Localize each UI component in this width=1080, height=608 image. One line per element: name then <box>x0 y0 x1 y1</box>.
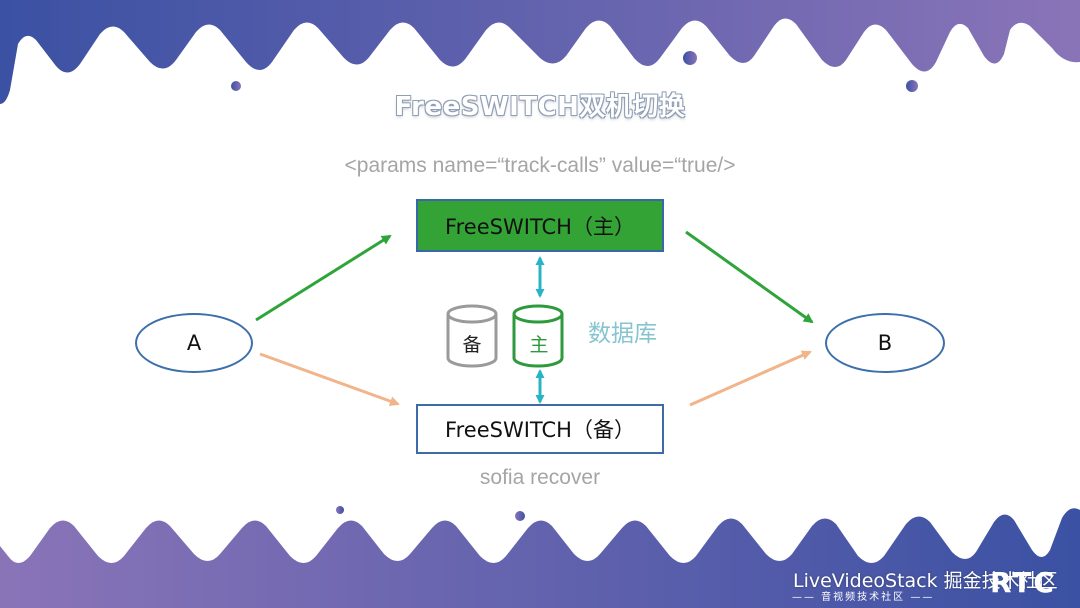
arrow-a-to-backup <box>259 352 400 406</box>
arrow-a-to-primary <box>255 234 392 322</box>
primary-freeswitch-node: FreeSWITCH（主） <box>416 199 664 252</box>
node-b: B <box>825 313 945 373</box>
rtc-logo: RTC <box>990 566 1056 599</box>
top-decorative-band <box>0 0 1080 104</box>
arrow-primary-to-b <box>685 230 814 324</box>
slide-title: FreeSWITCH双机切换 <box>394 92 686 122</box>
params-line: <params name=“track-calls” value=“true/> <box>344 154 736 177</box>
arrow-backup-to-b <box>689 350 812 407</box>
sofia-recover-caption: sofia recover <box>479 466 601 489</box>
watermark-subtitle: —— 音视频技术社区 —— <box>792 592 935 603</box>
watermark-brand: LiveVideoStack 掘金技术社区 <box>793 570 1058 592</box>
bottom-decorative-band <box>0 506 1080 608</box>
primary-database-icon <box>512 304 564 368</box>
database-caption: 数据库 <box>588 321 657 347</box>
primary-database-label: 主 <box>529 334 549 356</box>
backup-database-icon <box>446 304 498 368</box>
node-a: A <box>135 313 253 373</box>
backup-database-label: 备 <box>462 334 482 356</box>
backup-freeswitch-node: FreeSWITCH（备） <box>416 404 664 454</box>
